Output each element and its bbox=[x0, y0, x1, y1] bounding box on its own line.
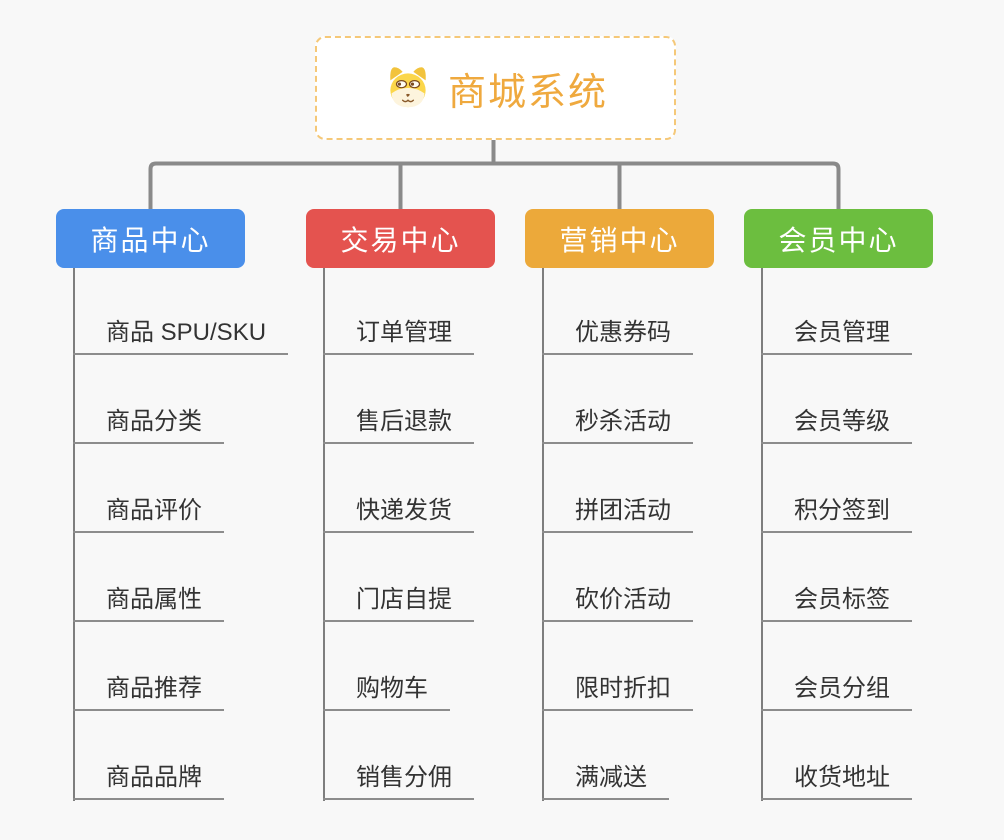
leaf-node[interactable]: 商品属性 bbox=[73, 585, 224, 622]
branch-node-trade-center[interactable]: 交易中心 bbox=[306, 209, 495, 268]
leaf-node[interactable]: 会员等级 bbox=[761, 407, 912, 444]
branch-label: 商品中心 bbox=[90, 224, 211, 256]
leaf-node[interactable]: 销售分佣 bbox=[323, 763, 474, 800]
leaf-column-member: 会员管理 会员等级 积分签到 会员标签 会员分组 收货地址 bbox=[761, 318, 912, 800]
leaf-node[interactable]: 收货地址 bbox=[761, 763, 912, 800]
leaf-node[interactable]: 订单管理 bbox=[323, 318, 474, 355]
branch-node-product-center[interactable]: 商品中心 bbox=[56, 209, 245, 268]
leaf-node[interactable]: 售后退款 bbox=[323, 407, 474, 444]
branch-label: 交易中心 bbox=[340, 224, 461, 256]
root-node-mall-system[interactable]: 商城系统 bbox=[315, 36, 676, 140]
leaf-node[interactable]: 商品 SPU/SKU bbox=[73, 318, 289, 355]
leaf-node[interactable]: 快递发货 bbox=[323, 496, 474, 533]
branch-node-marketing-center[interactable]: 营销中心 bbox=[525, 209, 714, 268]
root-title: 商城系统 bbox=[447, 71, 608, 114]
leaf-node[interactable]: 拼团活动 bbox=[542, 496, 693, 533]
leaf-node[interactable]: 商品分类 bbox=[73, 407, 224, 444]
branch-label: 营销中心 bbox=[559, 224, 680, 256]
leaf-node[interactable]: 门店自提 bbox=[323, 585, 474, 622]
leaf-node[interactable]: 商品评价 bbox=[73, 496, 224, 533]
leaf-node[interactable]: 商品推荐 bbox=[73, 674, 224, 711]
leaf-column-trade: 订单管理 售后退款 快递发货 门店自提 购物车 销售分佣 bbox=[323, 318, 474, 800]
leaf-node[interactable]: 秒杀活动 bbox=[542, 407, 693, 444]
leaf-node[interactable]: 限时折扣 bbox=[542, 674, 693, 711]
leaf-node[interactable]: 会员标签 bbox=[761, 585, 912, 622]
doge-face-icon bbox=[390, 67, 426, 108]
leaf-node[interactable]: 购物车 bbox=[323, 674, 450, 711]
branch-label: 会员中心 bbox=[778, 224, 899, 256]
leaf-column-product: 商品 SPU/SKU 商品分类 商品评价 商品属性 商品推荐 商品品牌 bbox=[73, 318, 289, 800]
leaf-node[interactable]: 积分签到 bbox=[761, 496, 912, 533]
leaf-node[interactable]: 优惠券码 bbox=[542, 318, 693, 355]
leaf-node[interactable]: 会员管理 bbox=[761, 318, 912, 355]
leaf-node[interactable]: 满减送 bbox=[542, 763, 669, 800]
leaf-column-marketing: 优惠券码 秒杀活动 拼团活动 砍价活动 限时折扣 满减送 bbox=[542, 318, 693, 800]
leaf-node[interactable]: 商品品牌 bbox=[73, 763, 224, 800]
branch-node-member-center[interactable]: 会员中心 bbox=[744, 209, 933, 268]
leaf-node[interactable]: 会员分组 bbox=[761, 674, 912, 711]
leaf-node[interactable]: 砍价活动 bbox=[542, 585, 693, 622]
